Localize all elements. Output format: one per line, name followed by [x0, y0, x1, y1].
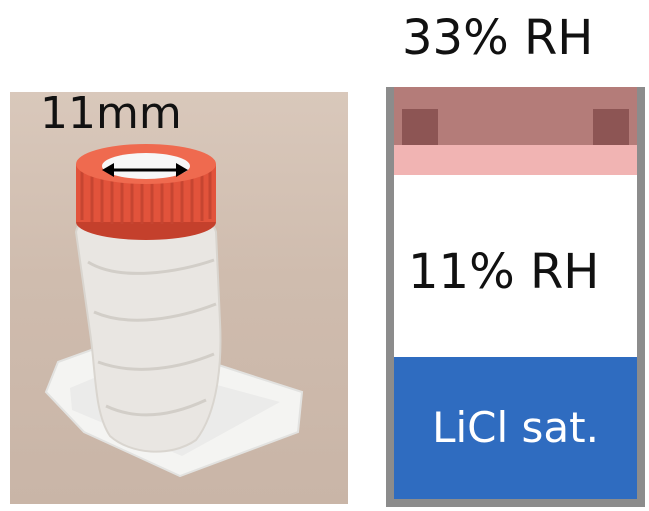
arrow-head-left: [102, 163, 114, 177]
cap-ridges: [80, 168, 212, 224]
chamber-interior: LiCl sat.: [394, 87, 637, 499]
dimension-label: 11mm: [40, 88, 182, 139]
salt-solution-label: LiCl sat.: [432, 403, 599, 452]
film-wrinkles: [87, 258, 217, 417]
chamber-humidity-label: 11% RH: [408, 244, 600, 300]
seal-layer: [394, 145, 637, 175]
vial-photo: [10, 92, 348, 504]
humidity-chamber-schematic: LiCl sat.: [386, 87, 645, 507]
cap-opening: [102, 153, 190, 179]
arrow-head-right: [176, 163, 188, 177]
vial-illustration: [44, 144, 304, 478]
cap-notch-right: [593, 109, 629, 145]
chamber-cap: [394, 87, 637, 145]
salt-solution: LiCl sat.: [394, 357, 637, 499]
cap-notch-left: [402, 109, 438, 145]
top-humidity-label: 33% RH: [402, 10, 594, 66]
